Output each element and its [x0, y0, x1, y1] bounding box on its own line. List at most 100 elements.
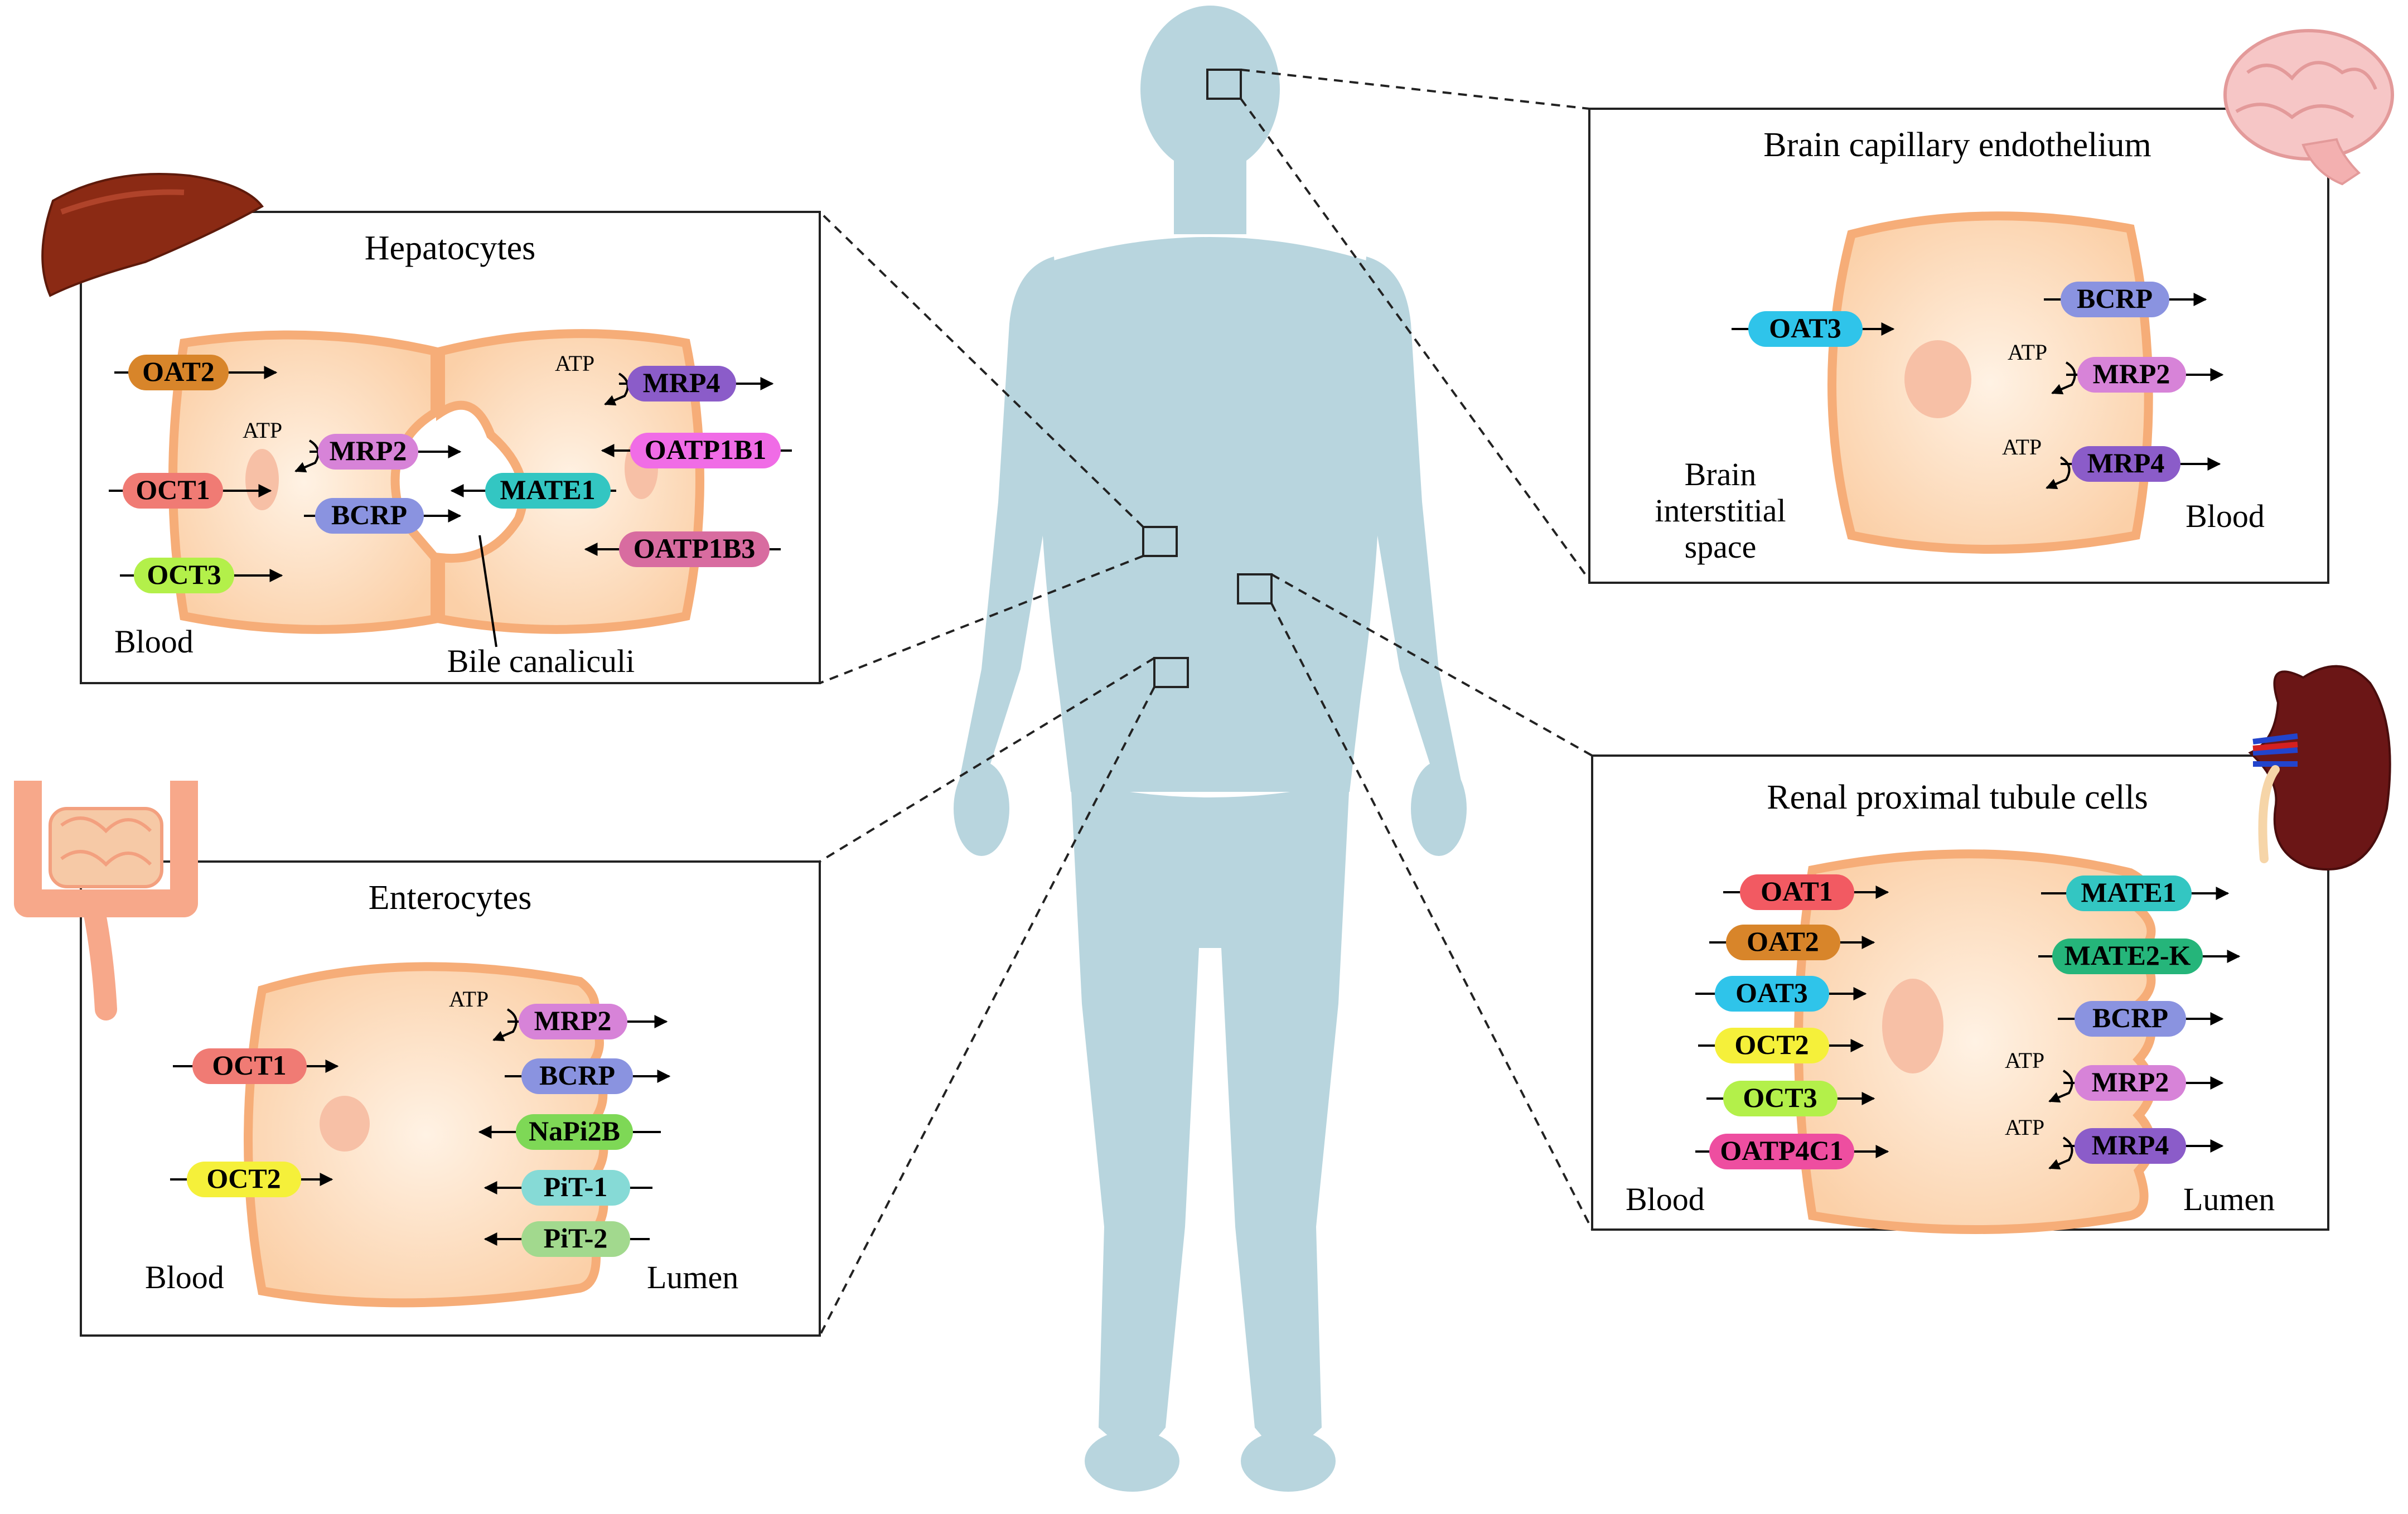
brain-cell-nucleus — [1904, 340, 1971, 418]
brain-interstitial-label-2: interstitial — [1655, 492, 1786, 529]
intestine-icon — [14, 781, 198, 1020]
hep-oatp1b3: OATP1B3 — [584, 531, 781, 567]
mrp4-pill — [2075, 1128, 2186, 1164]
enterocyte-nucleus — [320, 1096, 370, 1152]
kidney-zoom-marker — [1237, 573, 1273, 604]
oat3-pill — [1715, 976, 1829, 1012]
oct3-label: OCT3 — [1743, 1082, 1817, 1113]
liver-zoom-marker — [1142, 526, 1178, 557]
bile-canaliculi-label: Bile canaliculi — [447, 643, 635, 679]
hep-oct3: OCT3 — [120, 558, 283, 593]
bcrp-label: BCRP — [539, 1060, 615, 1091]
oatp1b3-pill — [619, 531, 770, 567]
oat2-pill — [1726, 925, 1840, 960]
renal-oat1: OAT1 — [1723, 874, 1889, 910]
renal-blood-label: Blood — [1626, 1181, 1705, 1217]
renal-bcrp: BCRP — [2058, 1001, 2224, 1037]
brain-mrp2: ATP MRP2 — [2008, 340, 2224, 395]
oat2-pill — [128, 355, 229, 390]
oatp1b1-label: OATP1B1 — [645, 434, 767, 465]
napi2b-label: NaPi2B — [529, 1115, 620, 1147]
pit2-pill — [521, 1221, 630, 1257]
atp-label: ATP — [2005, 1115, 2044, 1140]
hepatocyte-left-nucleus — [245, 449, 279, 510]
mate1-pill — [485, 473, 611, 509]
oct1-label: OCT1 — [212, 1049, 286, 1081]
hep-oat2: OAT2 — [114, 355, 278, 390]
mate1-label: MATE1 — [500, 474, 595, 505]
enterocytes-lumen-label: Lumen — [647, 1259, 738, 1295]
renal-lumen-label: Lumen — [2183, 1181, 2275, 1217]
oct3-label: OCT3 — [147, 559, 221, 590]
hepatocytes-panel: Hepatocytes Blood Bile canaliculi OAT2 O… — [80, 211, 821, 684]
pit2-label: PiT-2 — [544, 1222, 608, 1254]
brain-bcrp: BCRP — [2044, 282, 2207, 317]
mrp2-label: MRP2 — [330, 435, 407, 466]
atp-label: ATP — [449, 986, 489, 1012]
oat2-label: OAT2 — [142, 356, 215, 387]
oct2-label: OCT2 — [1734, 1029, 1809, 1060]
renal-mrp2: ATP MRP2 — [2005, 1048, 2224, 1103]
brain-interstitial-label-1: Brain — [1685, 456, 1757, 492]
renal-oct3: OCT3 — [1706, 1081, 1875, 1116]
napi2b-pill — [516, 1114, 633, 1150]
bcrp-pill — [2075, 1001, 2186, 1037]
oct1-pill — [192, 1048, 307, 1084]
mate2k-label: MATE2-K — [2064, 940, 2191, 971]
ent-oct2: OCT2 — [170, 1162, 333, 1197]
bcrp-pill — [2061, 282, 2169, 317]
renal-oat3: OAT3 — [1695, 976, 1867, 1012]
mrp4-pill — [2072, 446, 2180, 482]
oat3-pill — [1748, 311, 1863, 347]
atp-label: ATP — [2002, 434, 2042, 459]
mrp4-label: MRP4 — [2092, 1129, 2169, 1160]
ent-napi2b: NaPi2B — [478, 1114, 661, 1150]
mate2k-pill — [2052, 939, 2203, 974]
oat2-label: OAT2 — [1747, 926, 1819, 957]
brain-interstitial-label-3: space — [1685, 529, 1757, 565]
zoom-markers — [1142, 69, 1273, 688]
mrp2-label: MRP2 — [2093, 358, 2170, 389]
enterocytes-blood-label: Blood — [145, 1259, 224, 1295]
renal-cell-nucleus — [1882, 979, 1943, 1073]
bcrp-pill — [521, 1058, 633, 1094]
enterocytes-title: Enterocytes — [369, 879, 532, 917]
enterocytes-panel: Enterocytes Blood Lumen OCT1 OCT2 ATP MR… — [80, 860, 821, 1337]
oat1-label: OAT1 — [1761, 875, 1833, 907]
bcrp-label: BCRP — [2092, 1002, 2168, 1033]
pit1-label: PiT-1 — [544, 1171, 608, 1202]
bcrp-label: BCRP — [331, 499, 407, 530]
mrp4-label: MRP4 — [2087, 447, 2165, 478]
hepatocyte-left-cell — [168, 330, 439, 634]
brain-mrp4: ATP MRP4 — [2002, 434, 2221, 490]
mrp2-label: MRP2 — [534, 1005, 612, 1036]
brain-title: Brain capillary endothelium — [1763, 126, 2151, 164]
mrp2-pill — [318, 434, 418, 470]
connector-lines — [819, 69, 1593, 1336]
oct3-pill — [1723, 1081, 1838, 1116]
hep-mrp2: ATP MRP2 — [243, 418, 462, 473]
oat1-pill — [1740, 874, 1854, 910]
renal-title: Renal proximal tubule cells — [1767, 778, 2148, 816]
ent-pit1: PiT-1 — [483, 1170, 652, 1206]
oat3-label: OAT3 — [1769, 312, 1841, 344]
oct2-pill — [1715, 1028, 1829, 1063]
hep-mrp4: ATP MRP4 — [555, 351, 774, 406]
hepatocytes-title: Hepatocytes — [365, 229, 535, 267]
hep-mate1: MATE1 — [450, 473, 616, 509]
brain-icon — [2223, 29, 2394, 186]
renal-oatp4c1: OATP4C1 — [1695, 1134, 1889, 1169]
kidney-icon — [2248, 665, 2391, 870]
human-body-silhouette — [954, 6, 1467, 1492]
mrp2-label: MRP2 — [2092, 1066, 2169, 1097]
renal-oct2: OCT2 — [1698, 1028, 1864, 1063]
intestine-zoom-marker — [1153, 657, 1189, 688]
atp-label: ATP — [555, 351, 594, 376]
mate1-pill — [2066, 875, 2192, 911]
liver-icon — [41, 173, 264, 297]
oct2-pill — [187, 1162, 301, 1197]
ent-pit2: PiT-2 — [483, 1221, 650, 1257]
mrp4-label: MRP4 — [643, 367, 721, 398]
renal-oat2: OAT2 — [1709, 925, 1875, 960]
ent-oct1: OCT1 — [173, 1048, 339, 1084]
